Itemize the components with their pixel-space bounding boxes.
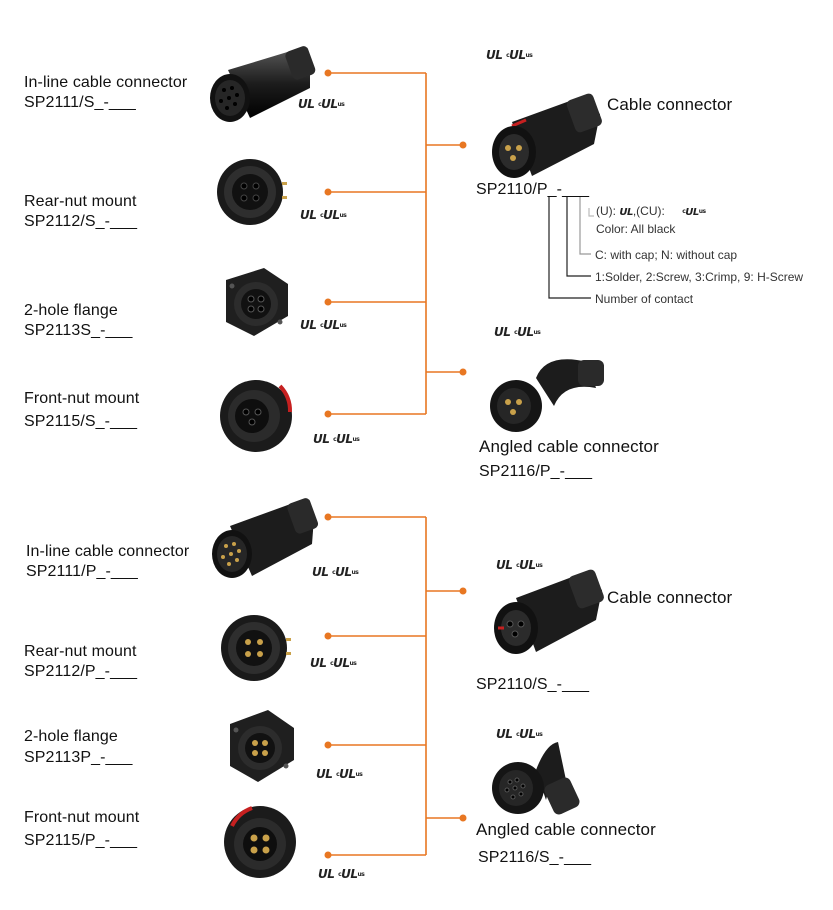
bottom-left-4-title: Front-nut mount [24,809,140,826]
bottom-right-1-title: Cable connector [607,588,733,607]
ul-cert-mark: UL cULus [298,97,345,111]
bottom-right-1-code: SP2110/S_-___ [476,676,590,693]
cable-connector-female-image [494,569,604,654]
bottom-left-2-title: Rear-nut mount [24,643,137,660]
bottom-bracket-dots [324,513,467,859]
top-left-4-code: SP2115/S_-___ [24,413,138,430]
bottom-left-1-code: SP2111/P_-___ [26,563,138,580]
ul-cert-mark: UL cULus [316,767,363,781]
ul-cert-mark: UL cULus [310,656,357,670]
flange-male-image [230,710,294,782]
angled-connector-female-image [492,742,580,815]
bottom-right-2-title: Angled cable connector [476,820,656,839]
bottom-left-3-code: SP2113P_-___ [24,749,133,766]
flange-female-image [226,268,288,336]
ul-cert-mark: UL cULus [486,48,533,62]
top-bracket [328,72,463,415]
cable-connector-male-image [492,93,602,178]
legend-termination: 1:Solder, 2:Screw, 3:Crimp, 9: H-Screw [595,270,804,284]
legend-brackets [548,196,594,299]
legend-contacts: Number of contact [595,292,694,306]
ul-cert-mark: UL cULus [496,558,543,572]
ul-cert-mark: UL cULus [300,318,347,332]
inline-male-connector-image [212,498,319,578]
bottom-left-3-title: 2-hole flange [24,728,118,745]
top-left-1-code: SP2111/S_-___ [24,94,136,111]
top-right-1-code: SP2110/P_-___ [476,181,590,198]
top-left-3-title: 2-hole flange [24,302,118,319]
ul-cert-mark: UL cULus [494,325,541,339]
front-nut-male-image [224,806,296,878]
ul-cert-mark: UL cULus [312,565,359,579]
bottom-left-2-code: SP2112/P_-___ [24,663,138,680]
ul-cert-mark: UL cULus [300,208,347,222]
top-right-1-title: Cable connector [607,95,733,114]
legend-color: Color: All black [596,222,676,236]
bottom-bracket [328,516,463,856]
bottom-left-4-code: SP2115/P_-___ [24,832,138,849]
angled-connector-male-image [490,359,604,432]
ul-cert-mark: UL cULus [318,867,365,881]
top-left-2-title: Rear-nut mount [24,193,137,210]
legend-cert: (U): UL,(CU): cULus [596,204,706,218]
top-bracket-dots [324,69,467,418]
bottom-right-2-code: SP2116/S_-___ [478,849,592,866]
top-left-3-code: SP2113S_-___ [24,322,133,339]
rear-nut-male-image [221,615,291,681]
top-right-2-title: Angled cable connector [479,437,659,456]
ul-cert-mark: UL cULus [313,432,360,446]
top-left-1-title: In-line cable connector [24,74,188,91]
ul-cert-mark: UL cULus [496,727,543,741]
legend-cap: C: with cap; N: without cap [595,248,738,262]
top-left-2-code: SP2112/S_-___ [24,213,138,230]
rear-nut-female-image [217,159,287,225]
front-nut-female-image [220,380,292,452]
top-left-4-title: Front-nut mount [24,390,140,407]
inline-female-connector-image [210,46,316,122]
top-right-2-code: SP2116/P_-___ [479,463,593,480]
bottom-left-1-title: In-line cable connector [26,543,190,560]
